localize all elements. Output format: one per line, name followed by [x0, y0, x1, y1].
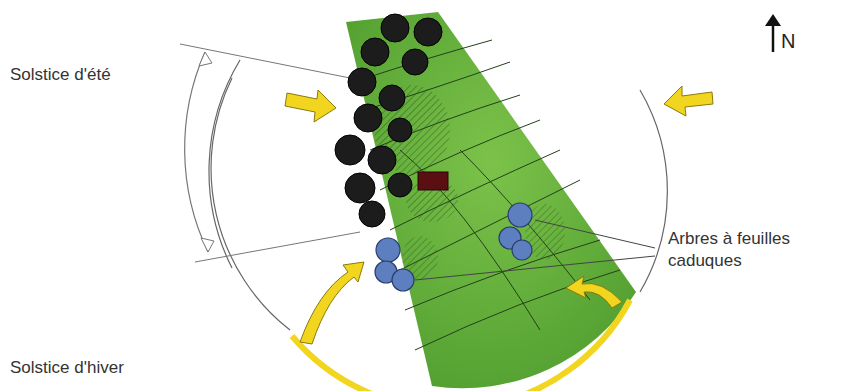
sun-ray	[195, 232, 360, 262]
sun-arc	[640, 90, 667, 292]
season-label: Solstice d'hiver	[10, 357, 124, 379]
site-plot	[346, 12, 636, 388]
summer-range-arc	[185, 52, 208, 252]
arrowhead	[201, 238, 214, 252]
tree-label: Arbres à feuilles caduques	[668, 228, 843, 272]
deciduous-trees	[375, 203, 532, 291]
house	[418, 172, 448, 190]
north-label: N	[781, 28, 795, 54]
leader-line	[415, 256, 655, 280]
winter-sun-path	[292, 300, 630, 391]
arrowhead	[199, 52, 212, 66]
north-arrow	[772, 22, 775, 52]
sun-arc	[209, 60, 240, 268]
sun-ray	[180, 44, 350, 78]
north-arrow-head	[765, 14, 781, 26]
contour-lines	[360, 40, 620, 350]
sun-arrows	[285, 86, 713, 344]
season-label: Solstice d'été	[10, 64, 111, 86]
sun-arc	[211, 78, 290, 330]
evergreen-trees	[335, 14, 442, 227]
leader-line	[535, 220, 655, 248]
